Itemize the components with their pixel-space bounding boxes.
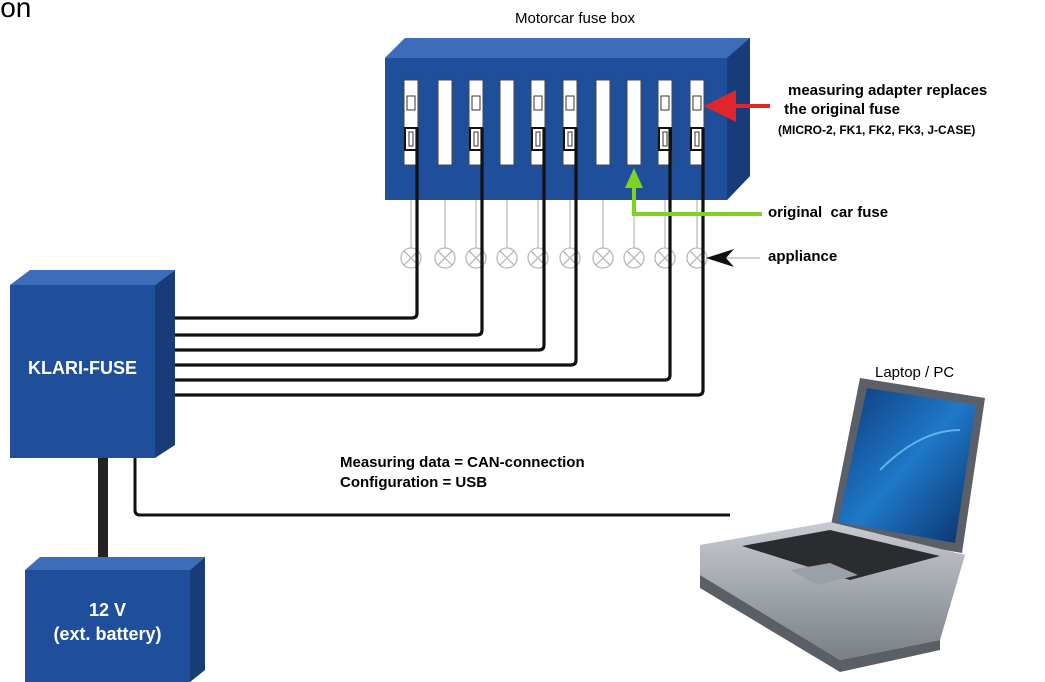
lamp-icon xyxy=(496,247,518,269)
appliance-lamps xyxy=(400,247,708,269)
fuse-box-top xyxy=(385,38,750,58)
adapter-annotation-line1: measuring adapter replaces xyxy=(788,82,988,99)
adapter-annotation-line2: the original fuse xyxy=(780,101,901,118)
fuse-box-side xyxy=(727,38,750,200)
green-arrow-icon xyxy=(625,168,762,216)
original-fuse-label: original car fuse xyxy=(768,204,889,221)
battery-cable xyxy=(98,458,108,570)
lamp-icon xyxy=(654,247,676,269)
appliance-leads xyxy=(410,200,698,248)
connection-line2: Configuration = USB xyxy=(340,474,488,491)
fuse-adapter xyxy=(562,79,578,166)
klari-fuse-box xyxy=(10,270,175,458)
original-fuse xyxy=(595,79,611,166)
battery-box xyxy=(25,557,205,682)
fuse-adapter xyxy=(403,79,419,166)
lamp-icon xyxy=(434,247,456,269)
fuse-slots xyxy=(403,79,705,166)
original-fuse xyxy=(437,79,453,166)
can-usb-cable xyxy=(133,458,730,517)
battery-label: (ext. battery) xyxy=(53,624,162,644)
laptop-label: Laptop / PC xyxy=(875,364,955,381)
lamp-icon xyxy=(592,247,614,269)
fuse-adapter xyxy=(689,79,705,166)
measurement-wires xyxy=(175,128,705,397)
appliance-arrow-icon xyxy=(706,249,734,267)
adapter-types: (MICRO-2, FK1, FK2, FK3, J-CASE) xyxy=(778,123,976,137)
battery-voltage: 12 V xyxy=(88,600,127,620)
connection-line1: Measuring data = CAN-connection xyxy=(340,454,585,471)
fuse-adapter xyxy=(468,79,484,166)
lamp-icon xyxy=(623,247,645,269)
original-fuse-highlighted xyxy=(626,79,642,166)
page-title-fragment: ion xyxy=(0,0,32,23)
original-fuse xyxy=(499,79,515,166)
appliance-label: appliance xyxy=(768,248,838,265)
fuse-adapter xyxy=(530,79,546,166)
fuse-box-title: Motorcar fuse box xyxy=(515,10,636,27)
klari-fuse-label: KLARI-FUSE xyxy=(28,358,137,378)
laptop-icon xyxy=(700,378,985,672)
